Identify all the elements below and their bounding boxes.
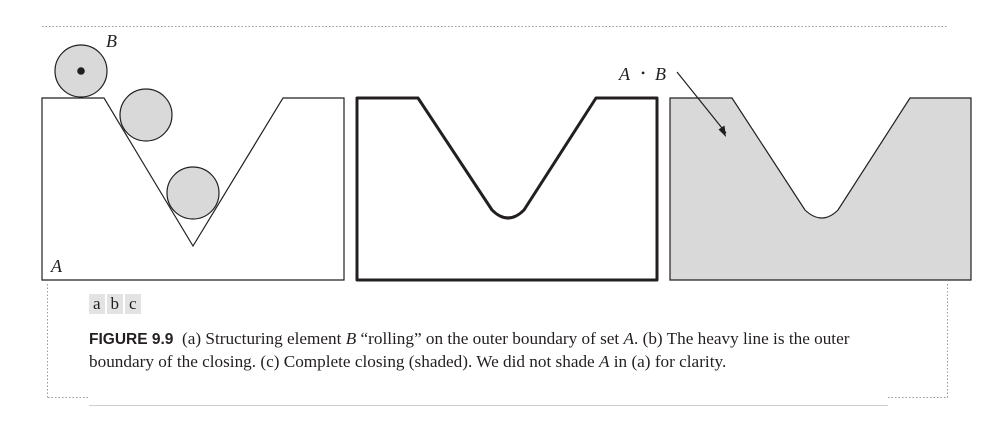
subfigure-label-b: b [106,294,124,314]
caption-text-4: in (a) for clarity. [613,352,727,371]
closing-label-b: B [655,64,666,84]
panel-b [355,96,659,282]
disk-origin-dot [77,67,85,75]
subfigure-labels: a b c [89,294,141,314]
dotted-frame [42,26,948,398]
caption-text-3: . (b) The heavy line is the outer bounda… [89,329,850,371]
label-leader-line [676,71,727,134]
rolling-disk-position [119,88,173,142]
subfigure-label-a: a [89,294,105,314]
closing-boundary [355,96,659,282]
caption-var-a-2: A [598,352,610,371]
rolling-disk-position [166,166,220,220]
caption-var-b: B [345,329,357,348]
figure-caption: FIGURE 9.9 (a) Structuring element B “ro… [89,328,889,373]
subfigure-label-c: c [125,294,141,314]
closing-label-a: A [618,64,631,84]
caption-text-1: (a) Structuring element [182,329,342,348]
panel-a: B A [41,31,345,281]
panel-c: A • B [618,61,972,281]
set-a-shape [41,97,345,281]
caption-var-a: A [623,329,635,348]
caption-label: FIGURE 9.9 [89,331,174,348]
closing-shaded-region [669,97,972,281]
label-b: B [106,31,117,51]
arrowhead-icon [718,125,726,137]
closing-label: A • B [618,61,666,84]
label-a: A [50,256,63,276]
closing-operator: • [641,66,645,80]
caption-text-2: “rolling” on the outer boundary of set [360,329,620,348]
